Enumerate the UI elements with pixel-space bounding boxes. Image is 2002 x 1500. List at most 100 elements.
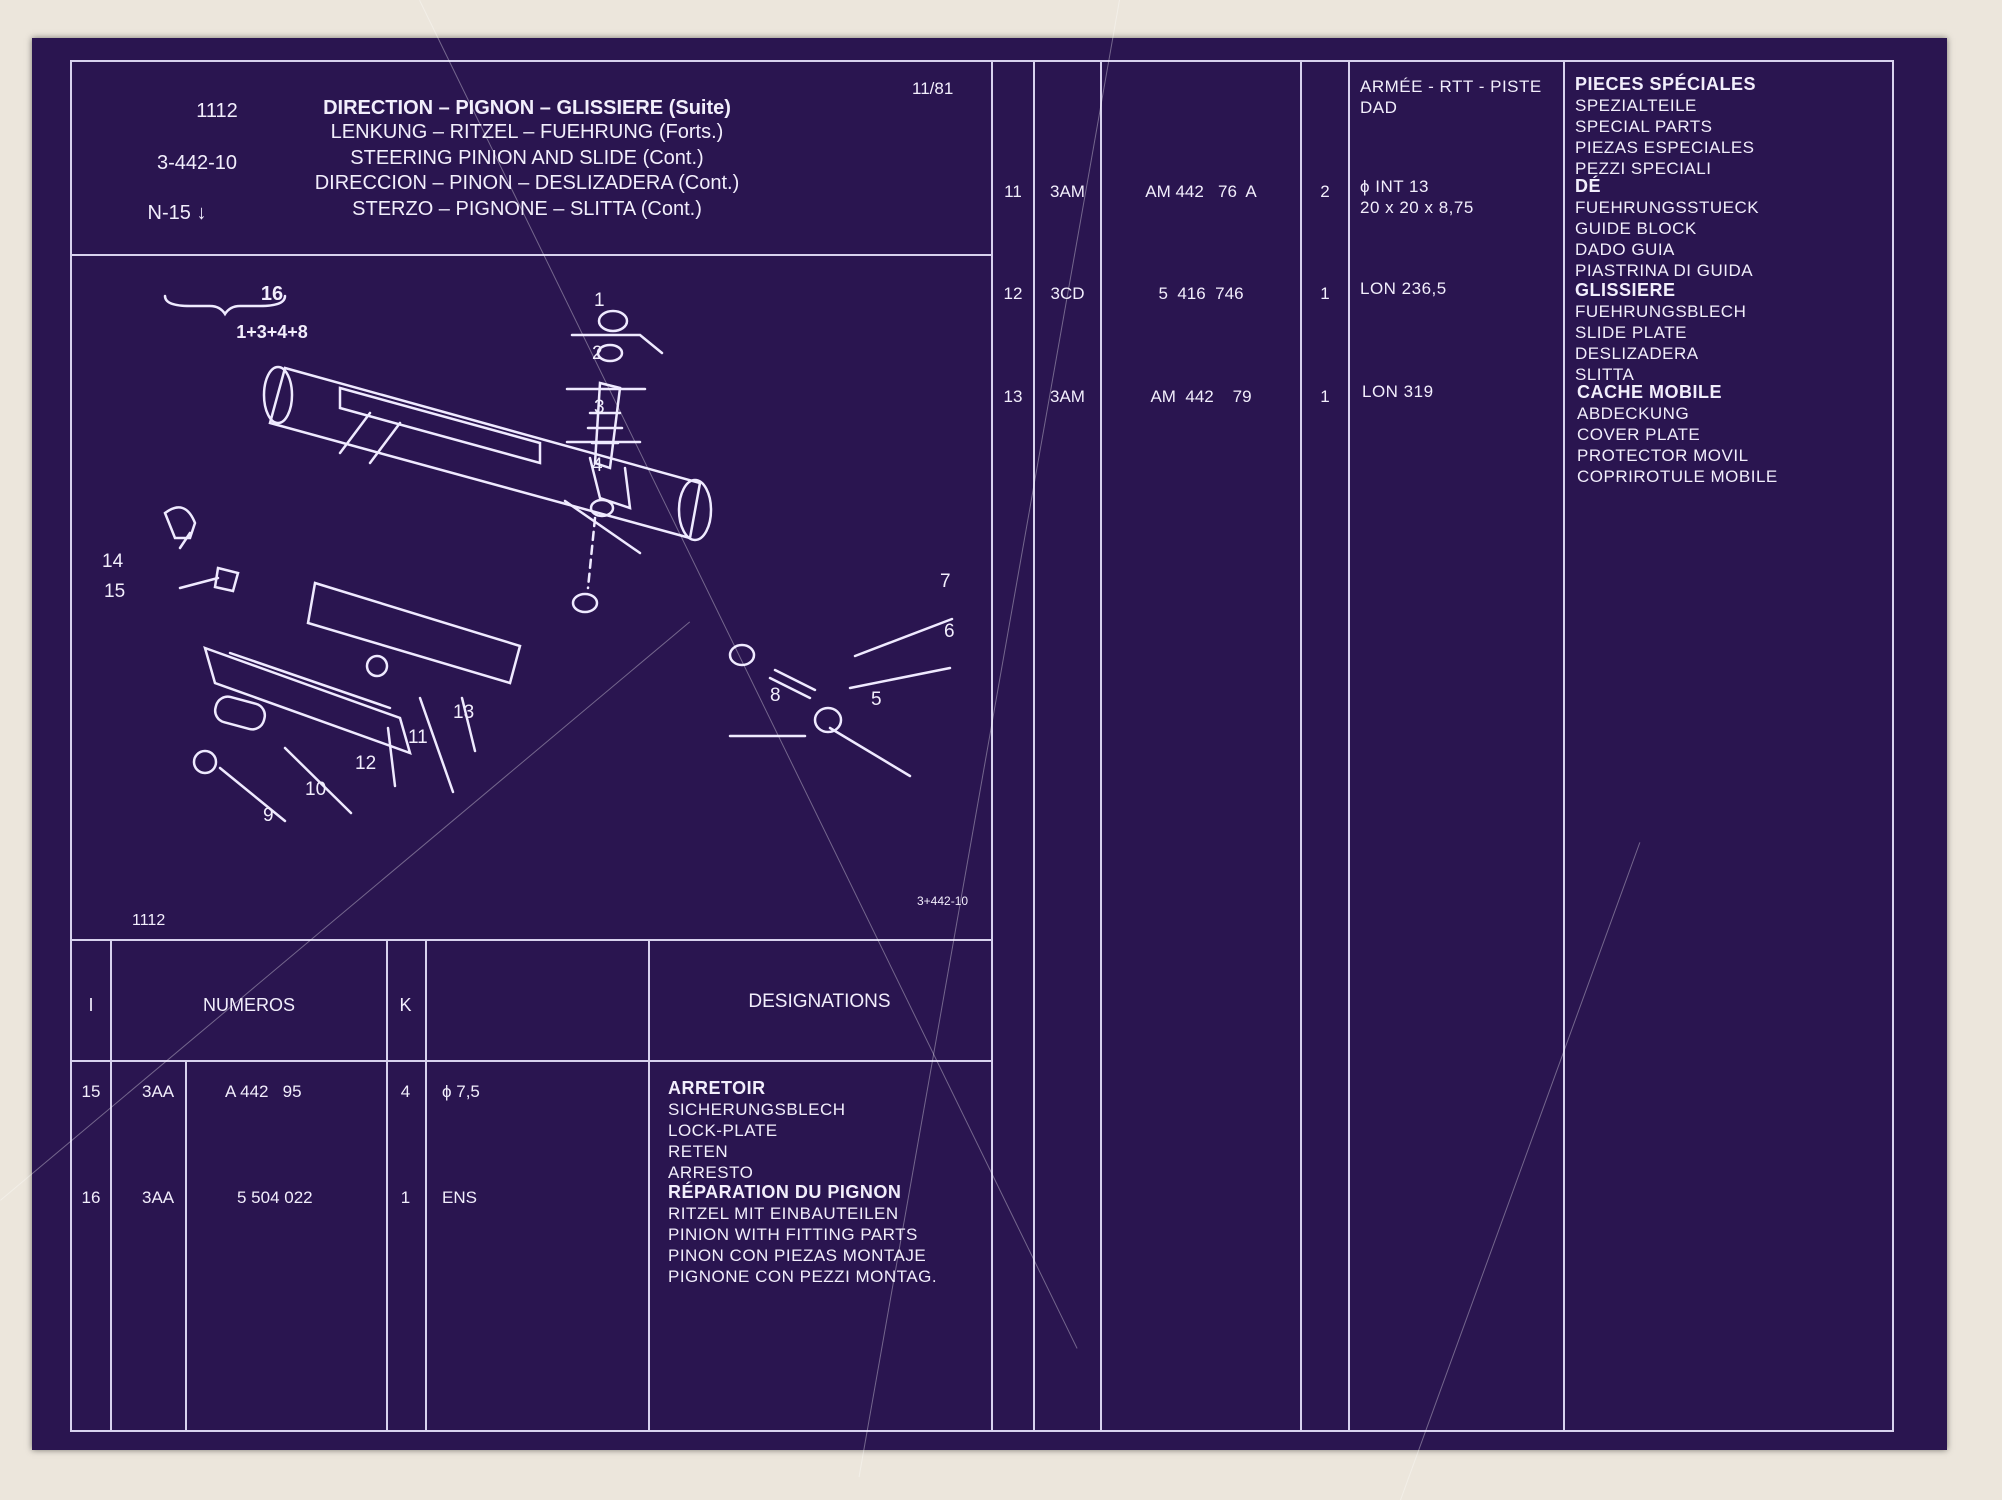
part-14 bbox=[163, 506, 197, 540]
row-11-designation-fr: DÉ bbox=[1575, 176, 1602, 196]
row-12-prefix: 3CD bbox=[1050, 284, 1085, 303]
exploded-view-drawing bbox=[163, 294, 954, 823]
callout-12: 12 bbox=[355, 753, 377, 774]
callout-4: 4 bbox=[592, 455, 603, 476]
divider-main bbox=[991, 60, 993, 1430]
col-header-numeros: NUMEROS bbox=[202, 995, 295, 1015]
row-16-spec: ENS bbox=[442, 1188, 477, 1207]
divider-header bbox=[70, 254, 991, 256]
callout-13: 13 bbox=[453, 702, 475, 723]
callout-3: 3 bbox=[594, 397, 605, 418]
part-3 bbox=[593, 381, 622, 470]
row-16-number: 5 504 022 bbox=[237, 1188, 313, 1207]
row-13-k: 1 bbox=[1320, 387, 1330, 406]
callout-14: 14 bbox=[102, 551, 124, 572]
row-11-designation-de: FUEHRUNGSSTUECK bbox=[1575, 198, 1760, 217]
right-header-designation-fr: PIECES SPÉCIALES bbox=[1575, 74, 1757, 94]
header-title-de: LENKUNG – RITZEL – FUEHRUNG (Forts.) bbox=[330, 121, 724, 143]
row-12-designations: GLISSIERE FUEHRUNGSBLECH SLIDE PLATE DES… bbox=[1575, 280, 1746, 385]
row-15-designation-fr: ARRETOIR bbox=[668, 1078, 766, 1098]
tube-end-left bbox=[262, 365, 294, 425]
tube-end-right bbox=[677, 478, 713, 542]
divider-left-prefix bbox=[185, 1060, 187, 1430]
header-ref: 3-442-10 bbox=[156, 152, 238, 174]
divider-drawing bbox=[70, 939, 991, 941]
drawing-footer-right: 3+442-10 bbox=[917, 894, 969, 908]
divider-left-i bbox=[110, 939, 112, 1430]
row-13-prefix: 3AM bbox=[1050, 387, 1085, 406]
part-15 bbox=[213, 566, 240, 593]
part-9 bbox=[192, 749, 218, 775]
row-13-number: AM 442 79 bbox=[1150, 387, 1252, 406]
right-header-notes-2: DAD bbox=[1360, 98, 1398, 117]
row-12-spec: LON 236,5 bbox=[1360, 278, 1447, 299]
part-2 bbox=[596, 343, 624, 363]
row-11-number: AM 442 76 A bbox=[1145, 182, 1257, 201]
row-11-designation-es: DADO GUIA bbox=[1575, 240, 1675, 259]
row-15-k: 4 bbox=[400, 1082, 411, 1101]
row-13-designation-it: COPRIROTULE MOBILE bbox=[1577, 467, 1778, 486]
row-16-designation-fr: RÉPARATION DU PIGNON bbox=[668, 1182, 902, 1202]
divider-left-number bbox=[386, 939, 388, 1430]
row-16-designations: RÉPARATION DU PIGNON RITZEL MIT EINBAUTE… bbox=[668, 1182, 937, 1287]
row-13-designation-de: ABDECKUNG bbox=[1577, 404, 1690, 423]
part-7 bbox=[728, 643, 756, 667]
right-header-designation-it: PEZZI SPECIALI bbox=[1575, 159, 1712, 178]
callout-10: 10 bbox=[305, 779, 327, 800]
divider-right-prefix bbox=[1100, 60, 1102, 1430]
divider-left-k bbox=[425, 939, 427, 1430]
group-brace bbox=[163, 294, 287, 317]
row-15-designation-it: ARRESTO bbox=[668, 1163, 754, 1182]
right-header-notes-1: ARMÉE - RTT - PISTE bbox=[1360, 77, 1542, 96]
divider-right-k bbox=[1348, 60, 1350, 1430]
row-11-spec-1: ϕ INT 13 bbox=[1360, 177, 1429, 196]
row-12-designation-de: FUEHRUNGSBLECH bbox=[1575, 302, 1747, 321]
divider-table-head bbox=[70, 1060, 991, 1062]
row-11-designation-it: PIASTRINA DI GUIDA bbox=[1575, 261, 1754, 280]
header-title-en: STEERING PINION AND SLIDE (Cont.) bbox=[350, 147, 704, 169]
row-11-spec-2: 20 x 20 x 8,75 bbox=[1360, 198, 1474, 217]
row-11-i: 11 bbox=[1004, 182, 1022, 201]
row-15-designation-en: LOCK-PLATE bbox=[668, 1121, 778, 1140]
callout-8: 8 bbox=[770, 685, 781, 706]
row-15-number: A 442 95 bbox=[225, 1082, 302, 1101]
row-16-i: 16 bbox=[81, 1188, 101, 1207]
row-11-k: 2 bbox=[1320, 182, 1330, 201]
divider-left-spec bbox=[648, 939, 650, 1430]
row-16-designation-it: PIGNONE CON PEZZI MONTAG. bbox=[668, 1267, 938, 1286]
row-12-designation-fr: GLISSIERE bbox=[1575, 280, 1676, 300]
row-15-prefix: 3AA bbox=[142, 1082, 175, 1101]
row-11-spec: ϕ INT 13 20 x 20 x 8,75 bbox=[1360, 176, 1474, 218]
header-title-it: STERZO – PIGNONE – SLITTA (Cont.) bbox=[352, 198, 702, 220]
callout-7: 7 bbox=[940, 571, 951, 592]
group-parts: 1+3+4+8 bbox=[236, 322, 308, 342]
callout-11: 11 bbox=[408, 727, 428, 748]
row-12-spec-1: LON 236,5 bbox=[1360, 279, 1447, 298]
right-header-designations: PIECES SPÉCIALES SPEZIALTEILE SPECIAL PA… bbox=[1575, 74, 1756, 179]
row-15-spec: ϕ 7,5 bbox=[442, 1082, 480, 1101]
row-11-designation-en: GUIDE BLOCK bbox=[1575, 219, 1697, 238]
part-8 bbox=[571, 592, 599, 614]
part-4 bbox=[589, 498, 615, 518]
part-5 bbox=[813, 706, 843, 734]
row-12-designation-it: SLITTA bbox=[1575, 365, 1635, 384]
right-header-notes: ARMÉE - RTT - PISTE DAD bbox=[1360, 76, 1542, 118]
group-label: 16 bbox=[260, 283, 284, 305]
part-12 bbox=[203, 646, 412, 755]
row-16-designation-de: RITZEL MIT EINBAUTEILEN bbox=[668, 1204, 899, 1223]
row-15-designation-es: RETEN bbox=[668, 1142, 729, 1161]
part-1 bbox=[597, 309, 629, 333]
row-15-i: 15 bbox=[81, 1082, 101, 1101]
row-13-spec: LON 319 bbox=[1362, 381, 1434, 402]
right-header-designation-de: SPEZIALTEILE bbox=[1575, 96, 1697, 115]
header-title-fr: DIRECTION – PIGNON – GLISSIERE (Suite) bbox=[323, 97, 731, 119]
row-15-designations: ARRETOIR SICHERUNGSBLECH LOCK-PLATE RETE… bbox=[668, 1078, 846, 1183]
row-16-designation-es: PINON CON PIEZAS MONTAJE bbox=[668, 1246, 927, 1265]
callout-9: 9 bbox=[263, 805, 274, 826]
tube-slot bbox=[338, 386, 542, 465]
header-date: 11/81 bbox=[912, 79, 954, 98]
row-16-k: 1 bbox=[400, 1188, 411, 1207]
callout-15: 15 bbox=[104, 581, 126, 602]
row-13-designation-en: COVER PLATE bbox=[1577, 425, 1701, 444]
header-model: N-15 ↓ bbox=[147, 202, 207, 224]
